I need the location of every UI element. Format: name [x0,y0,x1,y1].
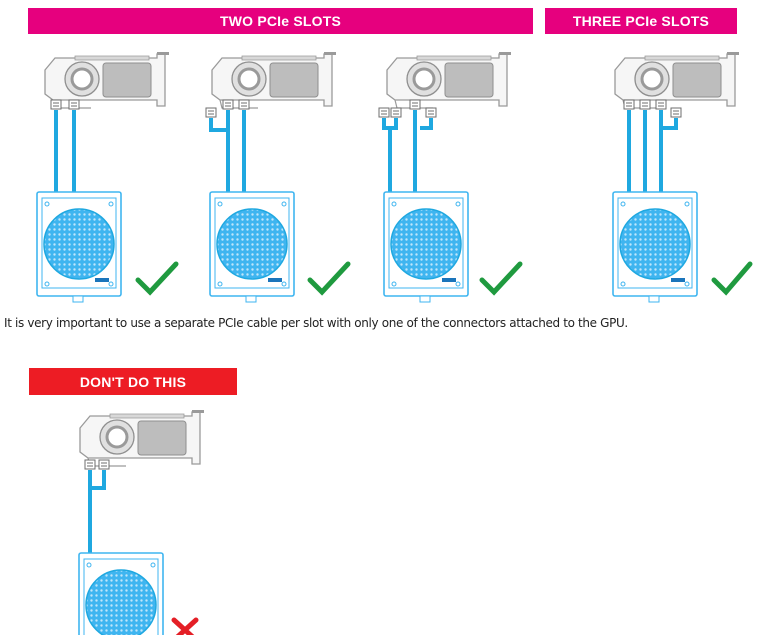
connector-icon [639,99,651,110]
pcie-cable [88,470,106,555]
pcie-cable [627,110,678,194]
pcie-cable [382,110,433,194]
gpu-icon [78,408,206,468]
pcie-cable [54,110,76,194]
connector-icon [378,107,390,118]
banner-dont-do-this: DON'T DO THIS [29,368,237,395]
check-icon [135,261,179,296]
connector-icon [68,99,80,110]
connector-icon [98,459,110,470]
setup-2 [205,50,351,303]
psu-icon [209,191,295,303]
gpu-icon [385,50,513,110]
banner-three-pcie-slots: THREE PCIe SLOTS [545,8,737,34]
pcie-cable [209,110,246,194]
check-icon [479,261,523,296]
connector-icon [390,107,402,118]
connector-icon [84,459,96,470]
connector-icon [623,99,635,110]
connector-icon [409,99,421,110]
connector-icon [670,107,682,118]
connector-icon [205,107,217,118]
banner-three-label: THREE PCIe SLOTS [572,13,710,29]
psu-icon [612,191,698,303]
psu-icon [36,191,122,303]
gpu-icon [43,50,171,110]
psu-icon [78,552,164,635]
check-icon [307,261,351,296]
connector-icon [425,107,437,118]
banner-two-pcie-slots: TWO PCIe SLOTS [28,8,533,34]
psu-icon [383,191,469,303]
cross-icon [171,617,199,635]
check-icon [711,261,753,296]
banner-two-label: TWO PCIe SLOTS [219,13,342,29]
banner-dont-label: DON'T DO THIS [79,373,187,390]
setup-3 [378,50,523,303]
setup-1 [36,50,179,303]
instruction-text: It is very important to use a separate P… [4,316,628,330]
connector-icon [222,99,234,110]
setup-wrong [78,408,206,635]
connector-icon [50,99,62,110]
connector-icon [238,99,250,110]
setup-4 [612,50,753,303]
connector-icon [655,99,667,110]
